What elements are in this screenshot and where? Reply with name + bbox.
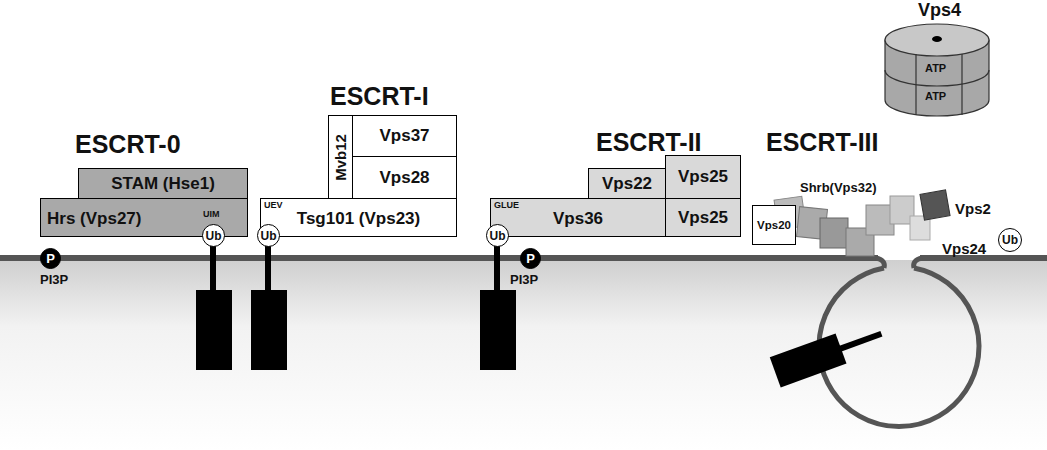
phosphate-circle: P [520, 248, 541, 269]
protein-name: Mvb12 [332, 134, 349, 181]
ubiquitin-circle: Ub [202, 224, 225, 247]
atp-label: ATP [925, 90, 946, 102]
complex-title: ESCRT-0 [75, 130, 181, 159]
protein-name: STAM (Hse1) [111, 174, 215, 194]
protein-box: Vps37 [352, 115, 457, 157]
protein-name: Hrs (Vps27) [47, 209, 141, 229]
ubiquitin-circle: Ub [257, 224, 280, 247]
protein-box: Mvb12 [328, 115, 353, 199]
component-label: Vps2 [955, 200, 991, 217]
protein-name: P [526, 251, 535, 266]
component-label: UIM [203, 209, 220, 219]
protein-name: Vps22 [602, 174, 652, 194]
protein-name: Vps37 [379, 126, 429, 146]
protein-name: Vps20 [757, 219, 791, 231]
protein-name: Tsg101 (Vps23) [297, 209, 420, 229]
phosphate-circle: P [40, 248, 61, 269]
protein-name: Vps25 [678, 208, 728, 228]
component-label: Vps24 [942, 240, 986, 257]
protein-box: Vps20 [752, 205, 796, 245]
complex-title: ESCRT-II [596, 128, 702, 157]
protein-name: Ub [206, 229, 222, 243]
protein-box: UEV Tsg101 (Vps23) [260, 198, 457, 237]
complex-title: ESCRT-III [766, 128, 879, 157]
protein-name: Vps36 [553, 209, 603, 229]
protein-box: Vps28 [352, 156, 457, 199]
protein-name: Ub [490, 229, 506, 243]
ubiquitin-circle: Ub [998, 228, 1022, 252]
protein-box: Vps25 [665, 198, 741, 237]
protein-box: STAM (Hse1) [78, 168, 248, 199]
protein-box: GLUE Vps36 [490, 198, 666, 237]
domain-label: GLUE [494, 200, 519, 210]
component-label: PI3P [510, 272, 538, 287]
protein-name: Ub [1002, 233, 1018, 247]
protein-name: Vps28 [379, 168, 429, 188]
component-label: Shrb(Vps32) [800, 180, 877, 195]
complex-title: ESCRT-I [330, 82, 429, 111]
protein-box: Vps22 [588, 168, 666, 199]
atp-label: ATP [925, 62, 946, 74]
domain-label: UEV [264, 200, 283, 210]
ubiquitin-circle: Ub [486, 224, 509, 247]
protein-name: Vps25 [678, 167, 728, 187]
component-label: PI3P [40, 272, 68, 287]
vps4-barrel: Vps4ATP ATP [880, 2, 995, 120]
complex-name: Vps4 [918, 0, 961, 21]
protein-name: Ub [261, 229, 277, 243]
protein-name: P [46, 251, 55, 266]
protein-box: Vps25 [665, 155, 741, 199]
